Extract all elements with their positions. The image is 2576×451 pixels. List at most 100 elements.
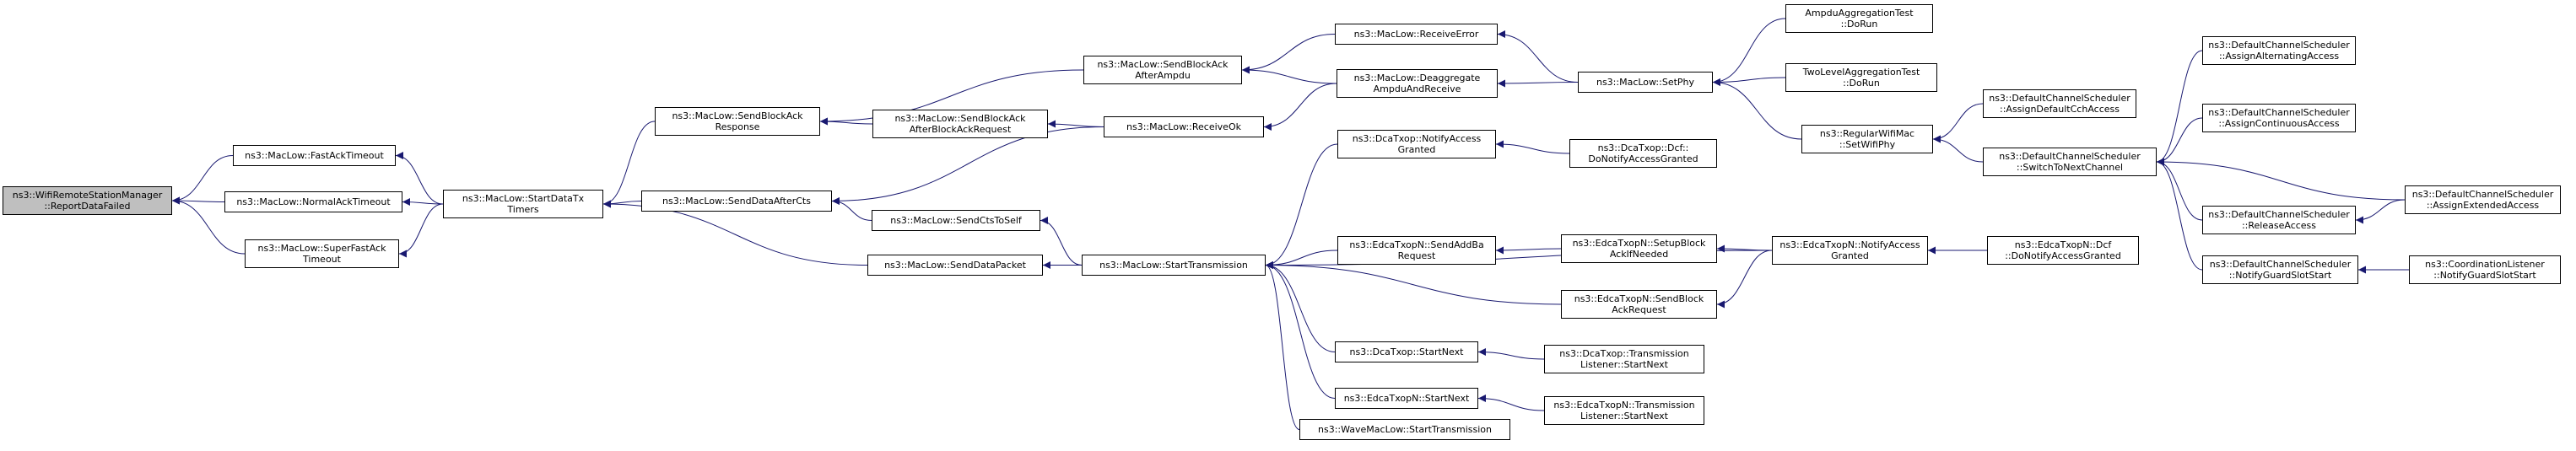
node-label-line: ::SetWifiPhy xyxy=(1839,139,1896,150)
edge-dcatxopnotify-to-starttransmission xyxy=(1265,143,1338,269)
edge-startdatatx-to-normalack xyxy=(402,198,444,207)
node-senddataaftercts[interactable]: ns3::MacLow::SendDataAfterCts xyxy=(641,191,832,212)
edge-dcatxopdcf-to-dcatxopnotify xyxy=(1495,140,1570,154)
node-label-line: Listener::StartNext xyxy=(1580,411,1668,421)
node-setphy[interactable]: ns3::MacLow::SetPhy xyxy=(1578,72,1713,93)
edge-starttransmission-to-sendctstoself xyxy=(1040,217,1083,266)
edge-assignalternating-to-switchtonextchannel xyxy=(2156,50,2203,166)
edge-edcanotifyaccess-to-edcasetupblockack xyxy=(1716,244,1773,253)
node-normalack[interactable]: ns3::MacLow::NormalAckTimeout xyxy=(224,191,402,212)
edge-deaggregate-to-sendblockackafterampdu xyxy=(1241,66,1337,84)
node-label-line: ns3::DcaTxop::Dcf:: xyxy=(1597,142,1689,153)
node-label-line: ns3::EdcaTxopN::NotifyAccess xyxy=(1779,239,1920,250)
node-label-line: AmpduAggregationTest xyxy=(1805,8,1914,19)
node-ampduaggtest[interactable]: AmpduAggregationTest::DoRun xyxy=(1785,4,1933,33)
node-switchtonextchannel[interactable]: ns3::DefaultChannelScheduler::SwitchToNe… xyxy=(1983,148,2157,176)
node-label-line: ns3::DcaTxop::StartNext xyxy=(1349,346,1464,357)
edge-regularwifimac-to-setphy xyxy=(1712,78,1802,140)
node-label-line: ns3::EdcaTxopN::Dcf xyxy=(2014,239,2112,250)
node-assignextended[interactable]: ns3::DefaultChannelScheduler::AssignExte… xyxy=(2405,185,2561,214)
node-regularwifimac[interactable]: ns3::RegularWifiMac::SetWifiPhy xyxy=(1801,125,1933,153)
node-twolevelaggtest[interactable]: TwoLevelAggregationTest::DoRun xyxy=(1785,63,1937,92)
node-assignalternating[interactable]: ns3::DefaultChannelScheduler::AssignAlte… xyxy=(2202,36,2356,65)
edge-releaseaccess-to-switchtonextchannel xyxy=(2156,158,2203,221)
node-coordlistener[interactable]: ns3::CoordinationListener::NotifyGuardSl… xyxy=(2409,255,2561,284)
edge-receiveok-to-sendblockackafterbareq xyxy=(1047,120,1104,128)
edge-deaggregate-to-receiveok xyxy=(1263,83,1337,131)
edge-edcanotifyaccess-to-edcasendblockackreq xyxy=(1716,250,1773,309)
node-dcatxopdcf[interactable]: ns3::DcaTxop::Dcf::DoNotifyAccessGranted xyxy=(1569,139,1717,168)
node-edcastartnext[interactable]: ns3::EdcaTxopN::StartNext xyxy=(1335,388,1478,409)
node-label-line: Response xyxy=(715,121,760,132)
node-dcastartnext[interactable]: ns3::DcaTxop::StartNext xyxy=(1335,341,1478,362)
node-starttransmission[interactable]: ns3::MacLow::StartTransmission xyxy=(1082,255,1266,276)
edge-senddatapacket-to-startdatatx xyxy=(602,200,868,266)
node-sendctstoself[interactable]: ns3::MacLow::SendCtsToSelf xyxy=(872,210,1040,231)
edge-receiveerror-to-sendblockackafterampdu xyxy=(1241,34,1336,74)
node-label-line: ns3::DefaultChannelScheduler xyxy=(2208,107,2350,118)
node-label-line: ::DoRun xyxy=(1843,78,1880,89)
node-label-line: Listener::StartNext xyxy=(1580,359,1668,370)
node-edcadcf[interactable]: ns3::EdcaTxopN::Dcf::DoNotifyAccessGrant… xyxy=(1987,236,2139,265)
node-label-line: ns3::MacLow::Deaggregate xyxy=(1353,72,1481,83)
node-label-line: ns3::WifiRemoteStationManager xyxy=(12,190,163,201)
edge-edcasendblockackreq-to-starttransmission xyxy=(1265,261,1562,305)
node-label-line: TwoLevelAggregationTest xyxy=(1802,67,1920,78)
edge-edcasetupblockack-to-edcasendaddba xyxy=(1495,246,1562,255)
node-label-line: ns3::CoordinationListener xyxy=(2425,259,2545,270)
edge-assignextended-to-switchtonextchannel xyxy=(2156,158,2406,201)
edge-dcatxlistener-to-dcastartnext xyxy=(1477,348,1545,360)
node-label-line: ns3::DcaTxop::Transmission xyxy=(1559,348,1689,359)
node-label-line: ::AssignAlternatingAccess xyxy=(2218,51,2340,62)
edge-edcatxlistener-to-edcastartnext xyxy=(1477,395,1545,411)
node-label-line: ns3::WaveMacLow::StartTransmission xyxy=(1318,424,1492,435)
edge-switchtonextchannel-to-regularwifimac xyxy=(1932,135,1984,163)
node-label-line: ::AssignExtendedAccess xyxy=(2426,200,2540,211)
node-label-line: ns3::MacLow::SuperFastAck xyxy=(257,243,386,254)
node-label-line: ns3::EdcaTxopN::SendAddBa xyxy=(1349,239,1484,250)
node-wavestarttx[interactable]: ns3::WaveMacLow::StartTransmission xyxy=(1299,419,1510,440)
node-assigncontinuous[interactable]: ns3::DefaultChannelScheduler::AssignCont… xyxy=(2202,104,2356,132)
node-report: ns3::WifiRemoteStationManager::ReportDat… xyxy=(3,186,172,215)
edge-startdatatx-to-superfastack xyxy=(398,203,444,258)
edge-sendblockackafterbareq-to-sendblockackresp xyxy=(819,117,873,126)
node-label-line: ::DoRun xyxy=(1840,19,1878,30)
node-fastack[interactable]: ns3::MacLow::FastAckTimeout xyxy=(233,145,396,166)
node-label-line: ns3::MacLow::SendDataPacket xyxy=(884,260,1026,271)
node-label-line: ns3::MacLow::NormalAckTimeout xyxy=(236,196,391,207)
node-label-line: ::ReleaseAccess xyxy=(2241,220,2317,231)
node-releaseaccess[interactable]: ns3::DefaultChannelScheduler::ReleaseAcc… xyxy=(2202,206,2356,234)
node-label-line: ns3::EdcaTxopN::StartNext xyxy=(1343,393,1470,404)
node-label-line: ::ReportDataFailed xyxy=(44,201,131,212)
node-label-line: ns3::MacLow::SendBlockAck xyxy=(894,113,1026,124)
edge-dcastartnext-to-starttransmission xyxy=(1265,261,1336,352)
edge-superfastack-to-report xyxy=(171,196,246,255)
node-label-line: ns3::MacLow::SendCtsToSelf xyxy=(890,215,1022,226)
node-receiveerror[interactable]: ns3::MacLow::ReceiveError xyxy=(1335,24,1498,45)
node-label-line: ns3::MacLow::ReceiveError xyxy=(1353,29,1479,40)
edge-twolevelaggtest-to-setphy xyxy=(1712,77,1786,86)
edge-setphy-to-deaggregate xyxy=(1497,79,1579,88)
node-assigndefaultcch[interactable]: ns3::DefaultChannelScheduler::AssignDefa… xyxy=(1983,89,2136,118)
edge-notifyguardslotstart-to-switchtonextchannel xyxy=(2156,158,2203,271)
edge-assigndefaultcch-to-regularwifimac xyxy=(1932,103,1984,143)
node-label-line: ::SwitchToNextChannel xyxy=(2016,162,2124,173)
node-senddatapacket[interactable]: ns3::MacLow::SendDataPacket xyxy=(867,255,1043,276)
node-receiveok[interactable]: ns3::MacLow::ReceiveOk xyxy=(1104,116,1264,137)
node-notifyguardslotstart[interactable]: ns3::DefaultChannelScheduler::NotifyGuar… xyxy=(2202,255,2358,284)
